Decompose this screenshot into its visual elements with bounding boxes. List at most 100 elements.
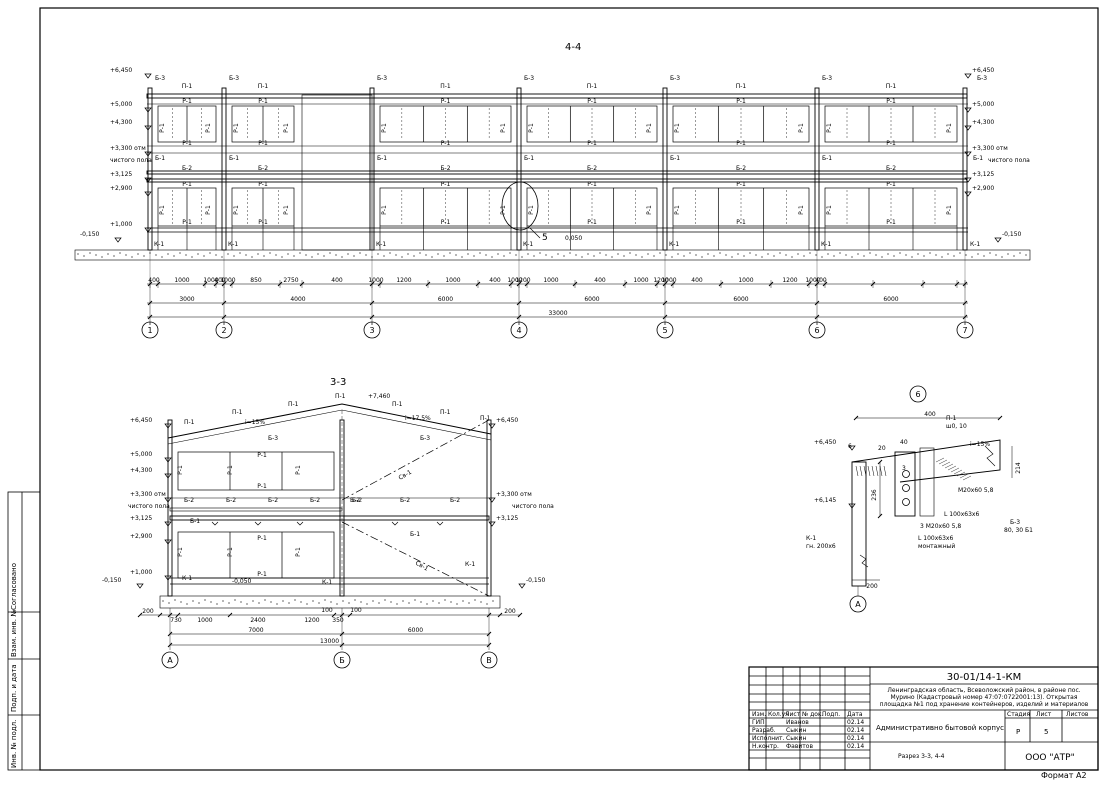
section-3-3-title: 3-3 [330,377,346,388]
beam-label-b1: Б-1 [670,155,680,162]
level-6450-r: +6,450 [964,67,994,79]
beam-b2: Б-2 [184,497,194,504]
post-label: Р-1 [295,547,302,557]
axis-7: 7 [956,321,974,339]
purlin-label: П-1 [182,83,193,90]
tb-role: Н.контр. [752,743,779,750]
label: +1,000 [110,221,132,228]
beam-b2: Б-2 [450,497,460,504]
dim-small: 400 [594,277,606,284]
slope-right: i=17,5% [405,415,431,422]
label: +6,450 [496,417,518,424]
rigel-label: Р-1 [182,98,192,105]
label: -0,150 [80,231,100,238]
level-1000: +1,000 [130,569,172,581]
dim-small: 1000 [197,617,212,624]
dim-small: 1000 [445,277,460,284]
level-0150-r: -0,150 [994,231,1022,243]
dim-small: 2750 [283,277,298,284]
beam-label-b2: Б-2 [182,165,192,172]
tb-head: Лист [785,711,801,718]
axis-В: В [480,651,498,669]
sheet-value: 5 [1044,728,1048,736]
level-3125-r: +3,125 [488,515,518,527]
rigel-label: Р-1 [736,98,746,105]
post-label: Р-1 [295,465,302,475]
node-slope: i=15% [970,441,990,448]
axis-Б: Б [333,651,351,669]
dim-small: 200 [504,608,516,615]
level-4300: +4,300 [130,467,172,479]
purlin-label: П-1 [392,401,403,408]
beam-b1: Б-1 [190,518,200,525]
dim-small: 400 [489,277,501,284]
rigel-label: Р-1 [441,219,451,226]
label: 7 [962,326,967,335]
level-m0050: -0,050 [232,578,252,585]
dim-small: 1000 [661,277,676,284]
purlin-label: П-1 [184,419,195,426]
post-label: Р-1 [826,123,833,133]
column-label-k1: К-1 [821,241,831,248]
post-label: Р-1 [826,205,833,215]
beam-b2: Б-2 [352,497,362,504]
plate-label: П-1 [946,415,957,422]
dim-small: 1000 [738,277,753,284]
node-mark-5: 5 [542,233,548,243]
level-2900: +2,900 [110,185,152,197]
dim-bay: 6000 [438,296,453,303]
label: 2 [221,326,226,335]
dim-small: 1000 [203,277,218,284]
rigel-label: Р-1 [736,181,746,188]
level-5000-r: +5,000 [964,101,994,113]
label: +2,900 [130,533,152,540]
label: +6,450 [130,417,152,424]
axis-А: А [161,651,179,669]
dim-small: 1200 [515,277,530,284]
rigel-label: Р-1 [886,140,896,147]
rigel-label: Р-1 [886,98,896,105]
dim-small: 1200 [653,277,668,284]
node-6-mark: 6 [909,385,927,403]
dim-214: 214 [1015,462,1022,474]
address-line: Мурино (Кадастровый номер 47:07:0722001:… [891,694,1078,701]
post-label: Р-1 [798,205,805,215]
post-label: Р-1 [946,205,953,215]
col-label: К-1 [806,535,816,542]
level-3300-r: +3,300 отм [964,145,1008,157]
level-5000: +5,000 [110,101,152,113]
label: +5,000 [130,451,152,458]
stage-value: Р [1016,728,1020,736]
dim-bay: 6000 [584,296,599,303]
beam-label: Б-3 [268,435,278,442]
level-6450: +6,450 [110,67,152,79]
axis-2: 2 [215,321,233,339]
axis-1: 1 [141,321,159,339]
dim-small: 200 [142,608,154,615]
node-level-top: +6,450 [814,439,856,451]
dim-small: 400 [691,277,703,284]
purlin-label: П-1 [886,83,897,90]
dim-20: 20 [878,445,886,452]
label: +6,145 [814,497,836,504]
rigel-label: Р-1 [182,181,192,188]
purlin-label: П-1 [335,393,346,400]
level-2900-r: +2,900 [964,185,994,197]
rigel-label: Р-1 [587,219,597,226]
beam-b2: Б-2 [268,497,278,504]
node-level-bottom: +6,145 [814,497,856,509]
post-label: Р-1 [646,205,653,215]
purlin-label: П-1 [736,83,747,90]
column-label: К-1 [182,575,192,582]
rigel-label: Р-1 [258,219,268,226]
beam-label: Б-3 [420,435,430,442]
post-label: Р-1 [381,205,388,215]
dim-400: 400 [924,411,936,418]
axis-6: 6 [808,321,826,339]
dim-bay: 6000 [733,296,748,303]
section-4-4: 4-4 5Б-3П-1Р-1Р-1Б-1Б-2Р-1Р-1К-1Р-1Р-1Р-… [74,42,1031,339]
purlin-label: П-1 [232,409,243,416]
beam-label-b3: Б-3 [377,75,387,82]
beam-b2: Б-2 [226,497,236,504]
